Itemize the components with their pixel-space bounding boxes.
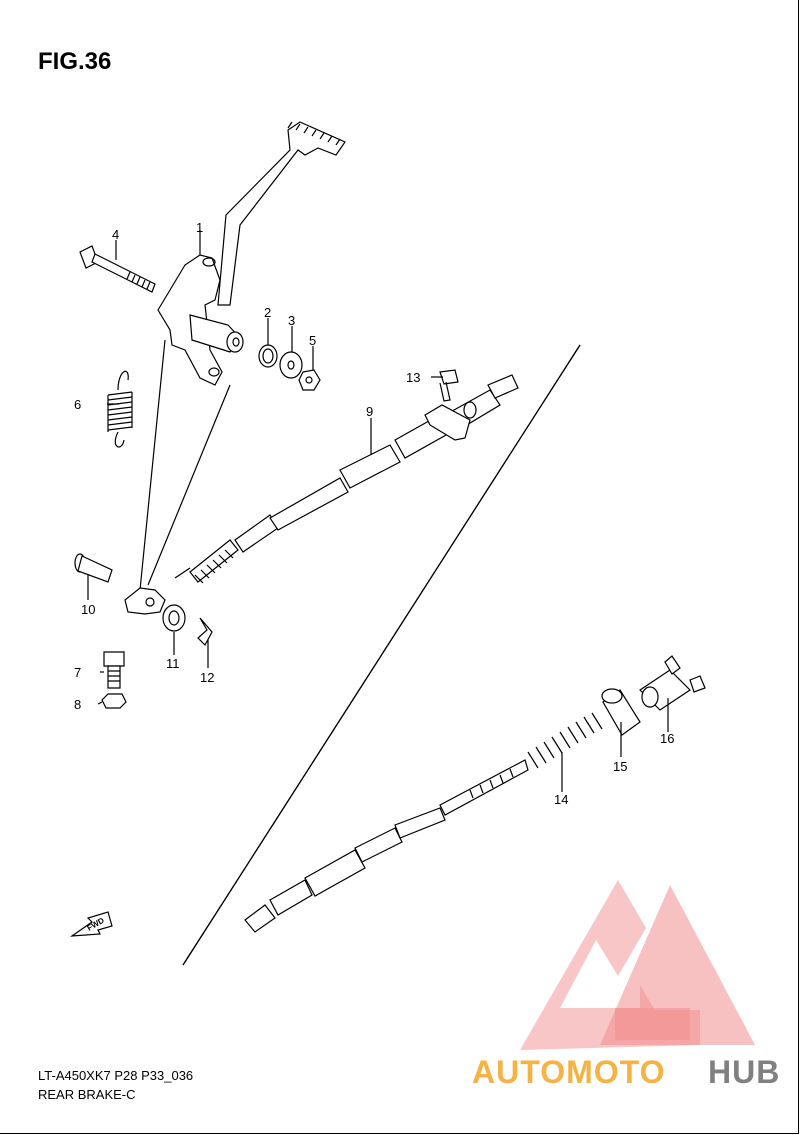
clevis — [124, 587, 166, 615]
callout-6: 6 — [74, 397, 82, 412]
callout-12: 12 — [200, 670, 215, 685]
leader-line — [147, 384, 231, 586]
section-name: REAR BRAKE-C — [38, 1087, 136, 1102]
nut-8 — [101, 693, 127, 709]
callout-10: 10 — [81, 602, 96, 617]
callout-3: 3 — [288, 313, 296, 328]
figure-title: FIG.36 — [38, 48, 112, 75]
washer-2 — [258, 344, 278, 368]
callout-1: 1 — [196, 220, 204, 235]
callout-5: 5 — [309, 333, 317, 348]
logo-text-primary: AUTOMOTO — [472, 1054, 665, 1090]
callout-9: 9 — [366, 404, 374, 419]
automotohub-logo: AUTOMOTO HUB — [472, 880, 780, 1090]
callout-2: 2 — [264, 305, 272, 320]
logo-text-secondary: HUB — [708, 1054, 780, 1090]
washer-3 — [279, 351, 303, 379]
spring-14 — [527, 712, 603, 769]
spring-6 — [107, 370, 133, 448]
nut-5 — [298, 369, 321, 391]
callout-13: 13 — [406, 370, 421, 385]
callout-15: 15 — [613, 759, 628, 774]
brake-pedal — [157, 121, 346, 386]
callout-14: 14 — [554, 792, 569, 807]
callout-4: 4 — [112, 227, 120, 242]
leader-line — [139, 339, 166, 591]
cable-14 — [244, 759, 529, 933]
bolt-4 — [79, 245, 156, 293]
sleeve-15 — [601, 688, 641, 736]
callout-8: 8 — [74, 697, 82, 712]
cotter-pin-12 — [197, 617, 213, 646]
washer-11 — [162, 604, 186, 632]
cable-9 — [174, 374, 519, 584]
joint-16 — [639, 655, 706, 711]
model-code: LT-A450XK7 P28 P33_036 — [38, 1068, 194, 1083]
callout-11: 11 — [166, 656, 180, 671]
callout-7: 7 — [74, 665, 82, 680]
bolt-7 — [103, 651, 125, 689]
callout-16: 16 — [660, 731, 675, 746]
clevis-pin-10 — [74, 553, 113, 583]
fwd-arrow: FWD — [69, 911, 113, 937]
bolt-13 — [439, 369, 459, 402]
